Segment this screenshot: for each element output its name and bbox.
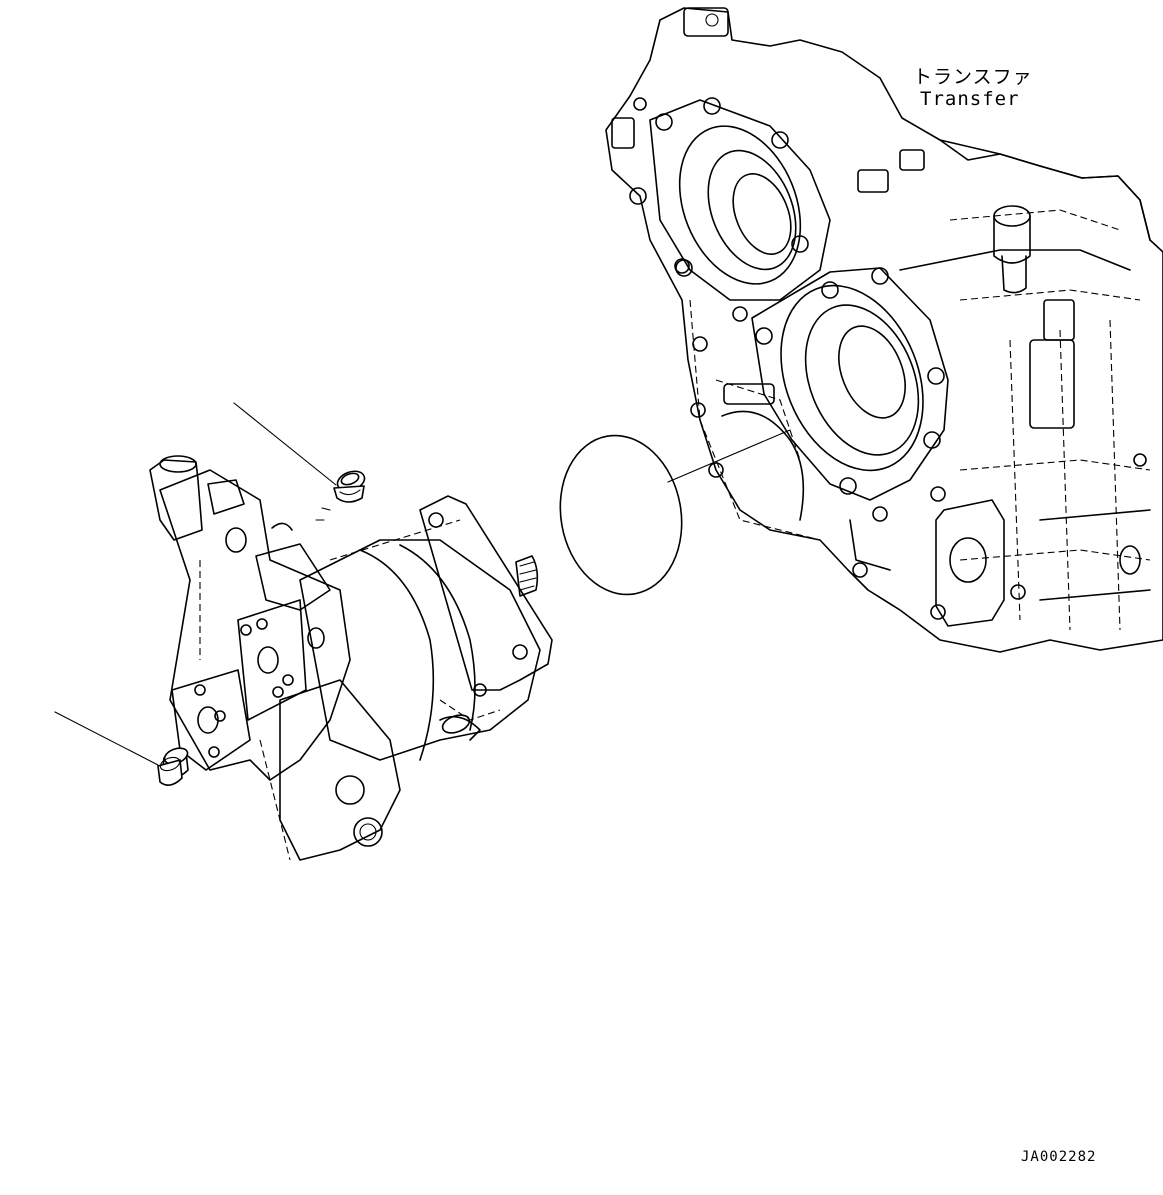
transfer-case	[605, 7, 1163, 653]
upper-bore-inner	[732, 173, 792, 255]
top-boss	[683, 7, 729, 37]
upper-flange	[649, 99, 831, 301]
upper-bore-mid	[707, 149, 797, 271]
lower-bore-outer	[780, 284, 924, 472]
o-ring-leader-line	[667, 429, 791, 483]
motor-flange	[419, 495, 553, 691]
lower-flange	[751, 267, 949, 501]
plug-lower	[54, 711, 189, 786]
plug-lower-leader-line	[54, 711, 159, 766]
lower-bore-inner	[838, 325, 906, 419]
bolt-hole	[705, 13, 719, 27]
upper-bore-outer	[678, 125, 802, 285]
transfer-label-en: Transfer	[920, 88, 1020, 110]
hydraulic-motor	[149, 455, 553, 861]
output-shaft	[515, 555, 539, 597]
motor-barrel	[299, 539, 541, 761]
valve-block	[159, 469, 351, 781]
drawing-id: JA002282	[1021, 1149, 1097, 1165]
plug-upper	[233, 402, 366, 521]
transfer-label-jp: トランスファ	[913, 66, 1033, 88]
o-ring	[559, 434, 683, 596]
plug-upper-leader-line	[233, 402, 337, 486]
lower-bore-mid	[804, 304, 920, 456]
